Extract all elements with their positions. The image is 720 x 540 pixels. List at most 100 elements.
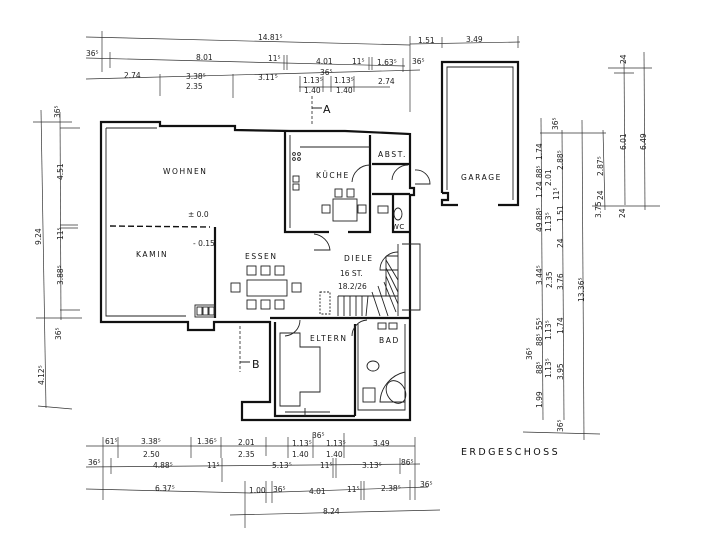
dim-bot-r1-sub-1: 2.35: [238, 450, 255, 459]
room-essen: ESSEN: [245, 252, 278, 261]
dim-bot-r3-4: 11⁵: [347, 485, 360, 494]
dim-bot-r1-0: 61⁵: [105, 437, 118, 446]
dim-left-0: 36⁵: [53, 105, 62, 118]
dim-right-c1-7: 88⁵: [535, 333, 544, 346]
stair-ratio: 18.2/26: [338, 282, 367, 291]
dim-top-r2-6: 36⁵: [412, 57, 425, 66]
room-eltern: ELTERN: [310, 334, 348, 343]
top-dimensions: 14.81⁵ 1.51 3.49 36⁵ 8.01 11⁵ 4.01 11⁵ 1…: [85, 31, 521, 112]
dim-right-overall: 13.36⁵: [577, 278, 586, 302]
dim-top-r3-4: 36⁵: [320, 68, 333, 77]
room-wc: WC: [392, 223, 405, 231]
dim-overall-top: 14.81⁵: [258, 33, 282, 42]
dim-left-2: 11⁵: [56, 227, 65, 240]
dim-garage-gap: 1.51: [418, 36, 435, 45]
dim-bot-r3-5: 2.38⁵: [381, 484, 401, 493]
dim-left-overall: 9.24: [34, 228, 43, 245]
dim-right-c3-2: 24: [556, 238, 565, 248]
room-kamin: KAMIN: [136, 250, 168, 259]
level-lower: - 0.15: [193, 239, 215, 248]
dim-garage-width: 3.49: [466, 35, 483, 44]
room-garage: GARAGE: [461, 173, 502, 182]
section-label-b: B: [252, 358, 260, 371]
left-dimensions: 36⁵ 4.51 11⁵ 3.88⁵ 36⁵ 9.24 4.12⁵: [33, 105, 82, 410]
dim-right-c3-4: 1.74: [556, 317, 565, 334]
dim-right-c1-6: 55⁵: [535, 317, 544, 330]
stair: [319, 255, 399, 317]
dim-bot-overall: 8.24: [323, 507, 340, 516]
dim-right-c2-4: 2.35: [545, 271, 554, 288]
bottom-dimensions: 61⁵ 3.38⁵ 1.36⁵ 2.01 1.13⁵ 36⁵ 1.13⁵ 3.4…: [85, 431, 441, 528]
dim-bot-r2-6: 86⁵: [401, 458, 414, 467]
dim-bot-r2-3: 5.13⁵: [272, 461, 292, 470]
dim-top-r3-sub-0: 2.35: [186, 82, 203, 91]
dim-bot-r3-6: 36⁵: [420, 480, 433, 489]
house-walls: [99, 120, 421, 422]
right-dimensions: 24 6.01 6.49 24 1.74 88⁵ 1.24 49 88⁵ 3.4…: [522, 51, 660, 441]
dim-right-c2-3: 1.13⁵: [544, 212, 553, 232]
dim-top-r2-1: 8.01: [196, 53, 213, 62]
garage: [440, 60, 520, 207]
dim-top-r3-1: 3.38⁵: [186, 72, 206, 81]
dim-right-c2-2: 11⁵: [552, 187, 561, 200]
dim-bot-r1-1: 3.38⁵: [141, 437, 161, 446]
dim-right-c3-3: 3.76: [556, 273, 565, 290]
dim-top-r3-3: 1.13⁵: [303, 76, 323, 85]
dim-top-r3-sub-1: 1.40: [304, 86, 321, 95]
dim-right-c4-0: 2.87⁵: [596, 156, 605, 176]
dim-right-c1-4: 88⁵: [535, 207, 544, 220]
dim-right-c1-2: 1.24: [535, 181, 544, 198]
dim-top-r2-3: 4.01: [316, 57, 333, 66]
section-marker-b: B: [239, 326, 260, 372]
room-bad: BAD: [379, 336, 400, 345]
room-wohnen: WOHNEN: [163, 167, 208, 176]
dim-right-c1-1: 88⁵: [535, 165, 544, 178]
stair-steps: 16 ST.: [340, 269, 363, 278]
dim-bot-r1-2: 1.36⁵: [197, 437, 217, 446]
room-diele: DIELE: [344, 254, 374, 263]
dim-bot-r1-5: 36⁵: [312, 431, 325, 440]
dim-right-c3-0: 2.88⁵: [556, 150, 565, 170]
dim-bot-r3-3: 4.01: [309, 487, 326, 496]
dim-right-garage-top: 24: [619, 54, 628, 64]
dim-bot-r2-1: 4.88⁵: [153, 461, 173, 470]
dim-bot-r3-1: 1.00: [249, 486, 266, 495]
dim-top-r3-sub-2: 1.40: [336, 86, 353, 95]
dim-top-r2-4: 11⁵: [352, 57, 365, 66]
section-label-a: A: [323, 103, 331, 116]
dim-bot-r2-5: 3.13⁵: [362, 461, 382, 470]
dim-top-r3-6: 2.74: [378, 77, 395, 86]
doors: [284, 164, 431, 337]
room-labels: WOHNEN KAMIN ESSEN KÜCHE ABST. WC DIELE …: [136, 150, 502, 345]
dim-right-c3-6: 36⁵: [556, 419, 565, 432]
dim-top-r3-0: 2.74: [124, 71, 141, 80]
dim-bot-r3-0: 6.37⁵: [155, 484, 175, 493]
dim-bot-r1-4: 1.13⁵: [292, 439, 312, 448]
dim-right-c1-10: 1.99: [535, 391, 544, 408]
dim-right-c4-1: 24: [596, 190, 605, 200]
dim-right-garage-bottom: 24: [618, 208, 627, 218]
dim-bot-r2-0: 36⁵: [88, 458, 101, 467]
dim-left-3: 3.88⁵: [56, 265, 65, 285]
dim-bot-r2-4: 11⁵: [320, 461, 333, 470]
dim-right-c3-1: 1.51: [556, 205, 565, 222]
dim-right-c4-2: 3.75: [594, 201, 603, 218]
dim-right-garage-outer: 6.49: [639, 133, 648, 150]
dim-right-c1-0: 1.74: [535, 143, 544, 160]
dim-right-c1-9: 88⁵: [535, 361, 544, 374]
dim-right-c2-1: 2.01: [544, 169, 553, 186]
dim-right-c2-5: 1.13⁵: [544, 320, 553, 340]
dim-top-r2-5: 1.63⁵: [377, 58, 397, 67]
dim-bot-r1-7: 3.49: [373, 439, 390, 448]
dim-bot-r1-3: 2.01: [238, 438, 255, 447]
dim-right-c2-6: 1.13⁵: [544, 358, 553, 378]
dim-top-r2-0: 36⁵: [86, 49, 99, 58]
dim-top-r2-2: 11⁵: [268, 54, 281, 63]
dim-left-1: 4.51: [56, 163, 65, 180]
room-kueche: KÜCHE: [316, 171, 350, 180]
dim-bot-r1-sub-2: 1.40: [292, 450, 309, 459]
dim-top-r3-2: 3.11⁵: [258, 73, 278, 82]
dim-left-4: 36⁵: [54, 327, 63, 340]
furniture: [194, 152, 407, 407]
